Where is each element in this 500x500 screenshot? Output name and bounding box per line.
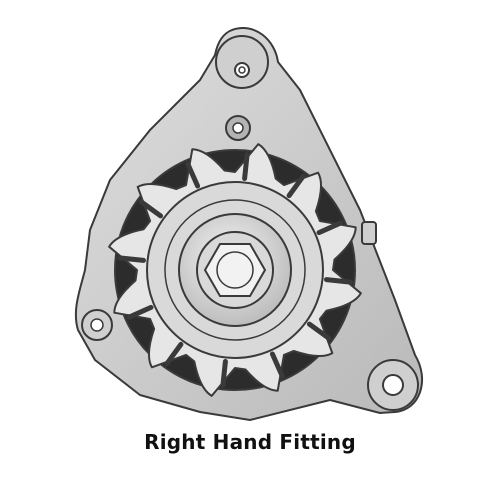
fan-slot [269,351,285,379]
fan-slot [242,152,250,181]
fan-slot [316,220,344,236]
terminal-stud [361,221,377,245]
fan-slot [306,321,332,341]
pulley-groove [164,199,306,341]
top-mount-hole-inner [238,66,246,74]
fan-slot [138,199,164,219]
fan-slot [286,173,306,199]
fan-slot [126,304,154,320]
bottom-mount-hole [382,374,404,396]
shaft-nut-face [216,251,254,289]
upper-boss-hole [232,122,244,134]
caption: Right Hand Fitting [144,430,356,454]
fan-slot [220,359,228,388]
fan-slots [117,152,353,388]
fan-slot [164,341,184,367]
fan-slot [324,277,353,285]
left-mount-hole [90,318,104,332]
fan-slot [117,255,146,263]
fan-slot [185,161,201,189]
